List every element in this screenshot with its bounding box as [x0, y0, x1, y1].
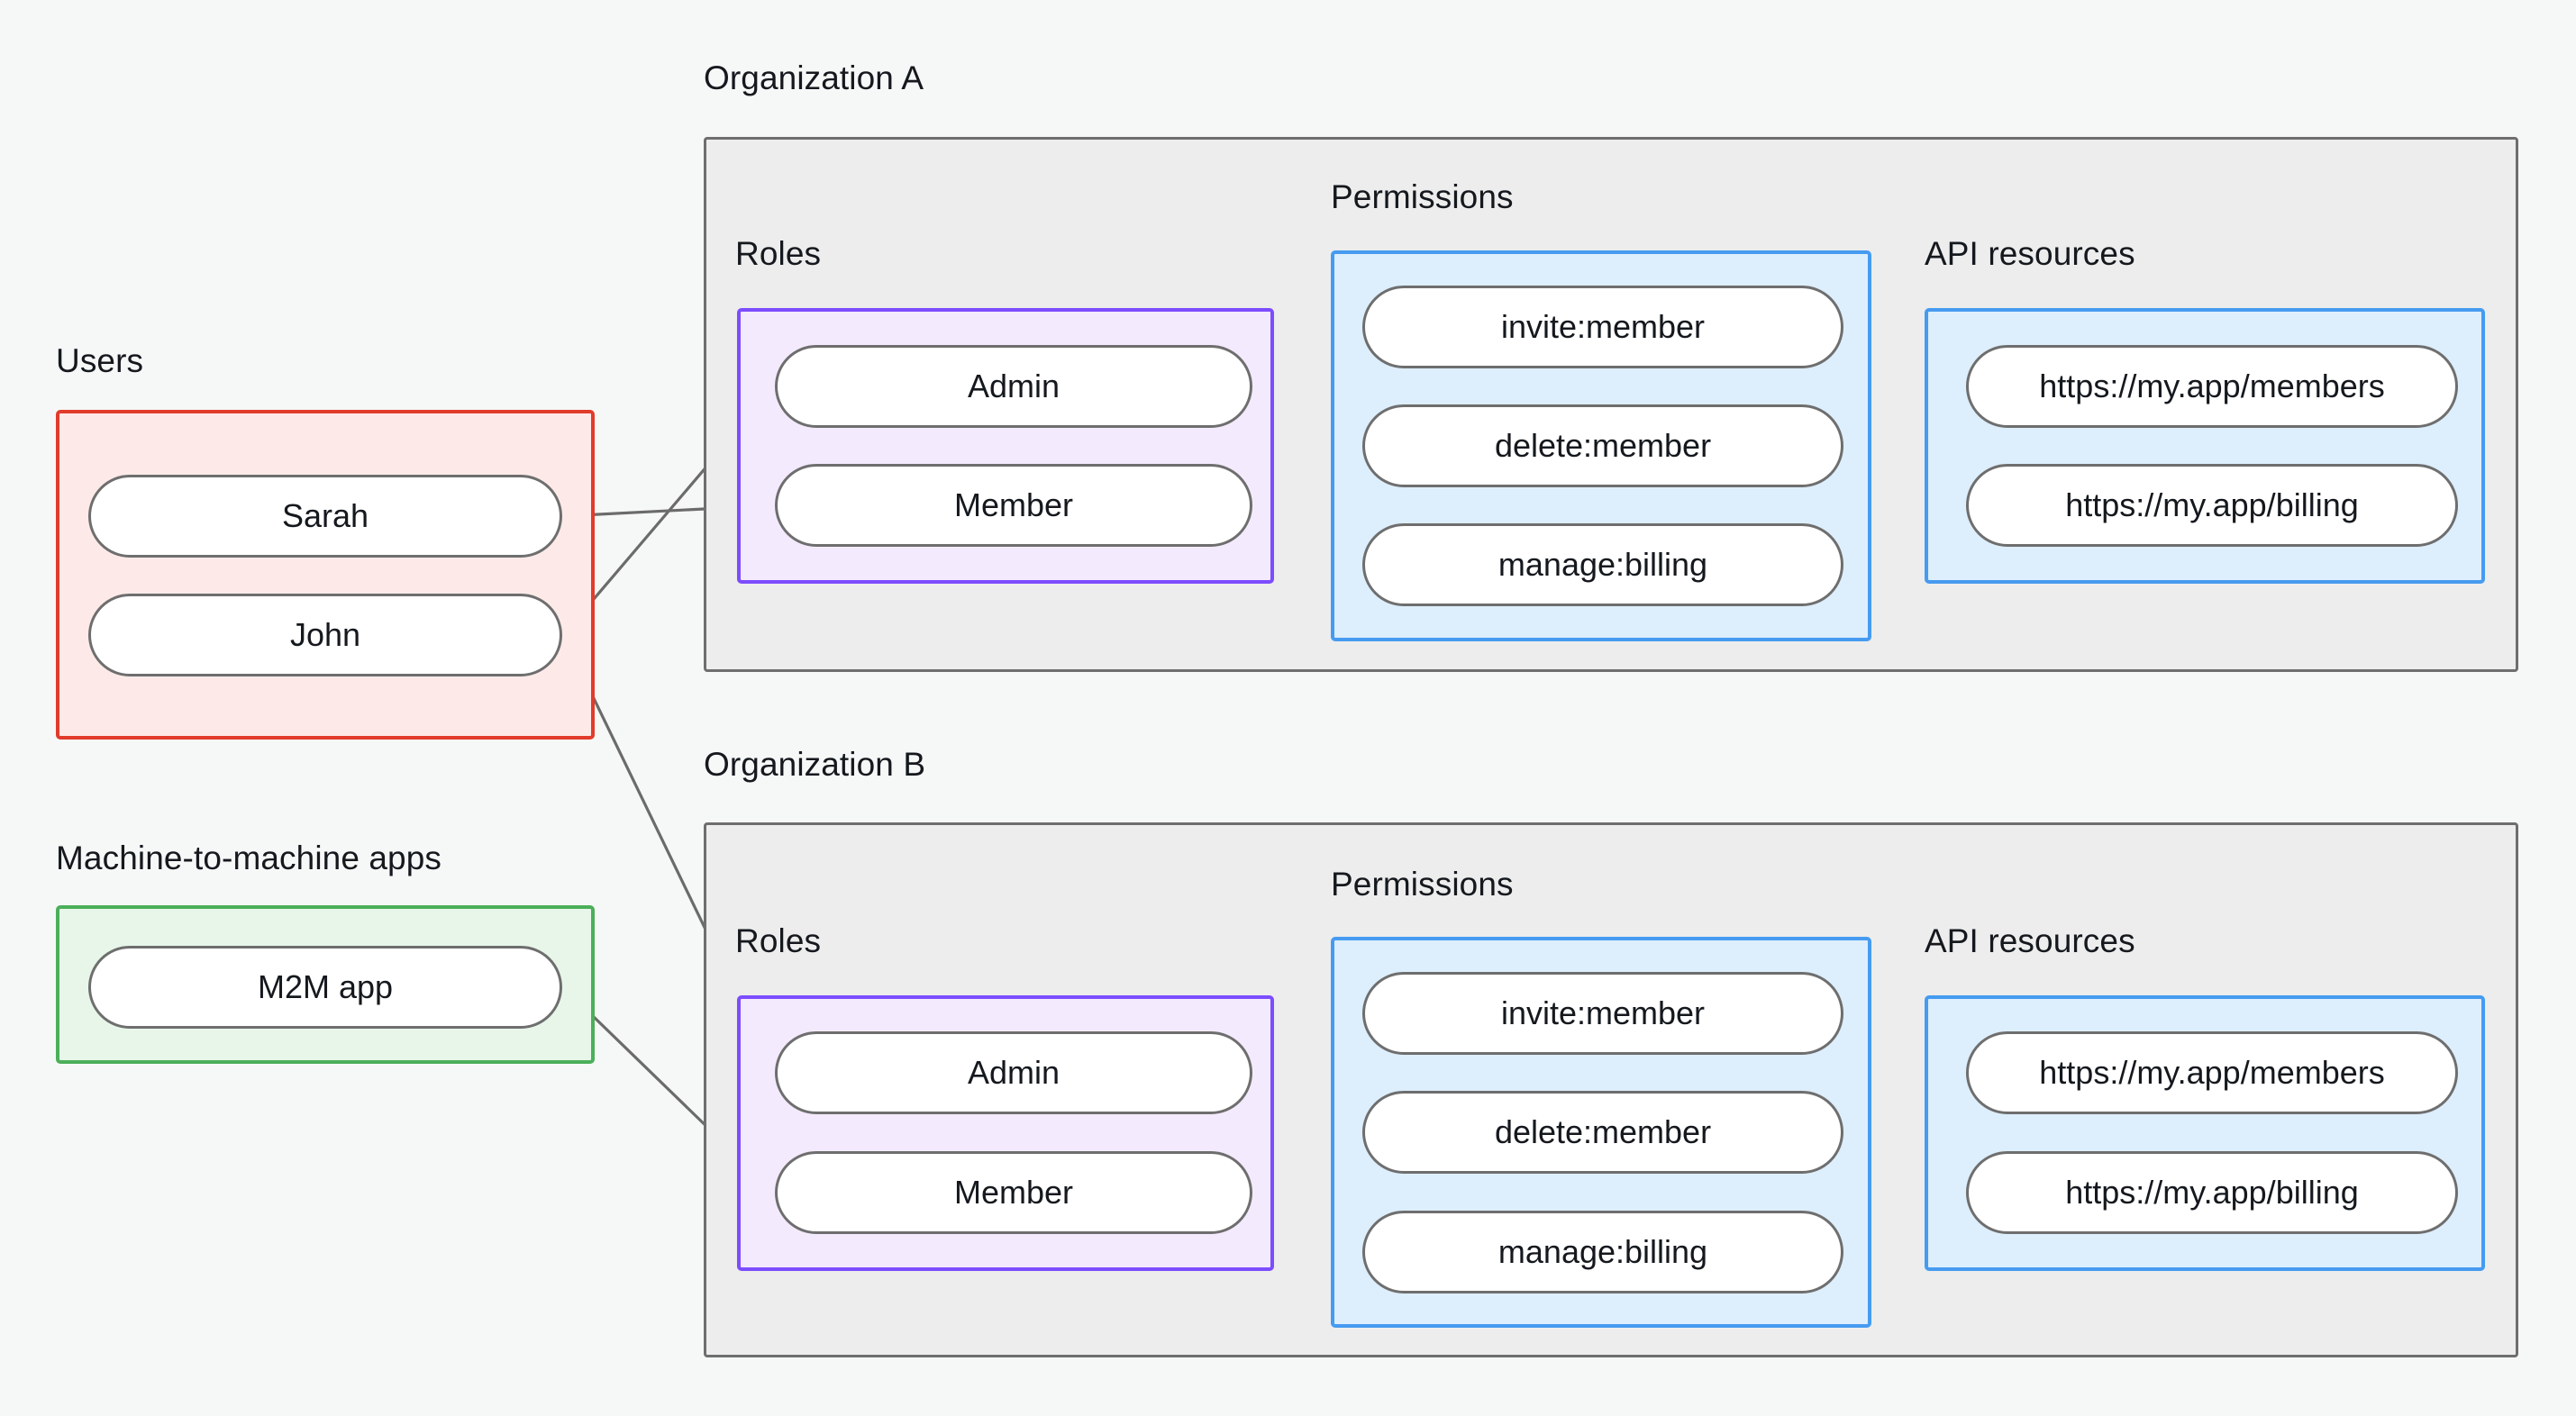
m2m-node-m2m-app[interactable]: M2M app: [88, 946, 562, 1029]
user-node-sarah[interactable]: Sarah: [88, 475, 562, 558]
api-resource-node-orga-billing[interactable]: https://my.app/billing: [1966, 464, 2458, 547]
users-caption: Users: [56, 342, 144, 379]
user-node-john[interactable]: John: [88, 594, 562, 676]
role-node-orgb-member[interactable]: Member: [775, 1151, 1252, 1234]
org-b-caption: Organization B: [704, 746, 926, 783]
api-resources-b-caption: API resources: [1925, 922, 2135, 959]
permission-node-orgb-manage-billing[interactable]: manage:billing: [1362, 1211, 1843, 1293]
m2m-apps-caption: Machine-to-machine apps: [56, 840, 442, 876]
permissions-b-caption: Permissions: [1331, 866, 1514, 903]
permission-node-orgb-invite-member[interactable]: invite:member: [1362, 972, 1843, 1055]
permission-node-orga-manage-billing[interactable]: manage:billing: [1362, 523, 1843, 606]
role-node-orga-admin[interactable]: Admin: [775, 345, 1252, 428]
org-a-caption: Organization A: [704, 59, 924, 96]
permission-node-orga-delete-member[interactable]: delete:member: [1362, 404, 1843, 487]
permission-node-orga-invite-member[interactable]: invite:member: [1362, 286, 1843, 368]
roles-b-caption: Roles: [735, 922, 822, 959]
api-resource-node-orgb-members[interactable]: https://my.app/members: [1966, 1031, 2458, 1114]
roles-a-caption: Roles: [735, 235, 822, 272]
permissions-a-caption: Permissions: [1331, 178, 1514, 215]
role-node-orgb-admin[interactable]: Admin: [775, 1031, 1252, 1114]
role-node-orga-member[interactable]: Member: [775, 464, 1252, 547]
api-resource-node-orgb-billing[interactable]: https://my.app/billing: [1966, 1151, 2458, 1234]
users-group: [56, 410, 595, 740]
permission-node-orgb-delete-member[interactable]: delete:member: [1362, 1091, 1843, 1174]
api-resources-a-caption: API resources: [1925, 235, 2135, 272]
api-resource-node-orga-members[interactable]: https://my.app/members: [1966, 345, 2458, 428]
